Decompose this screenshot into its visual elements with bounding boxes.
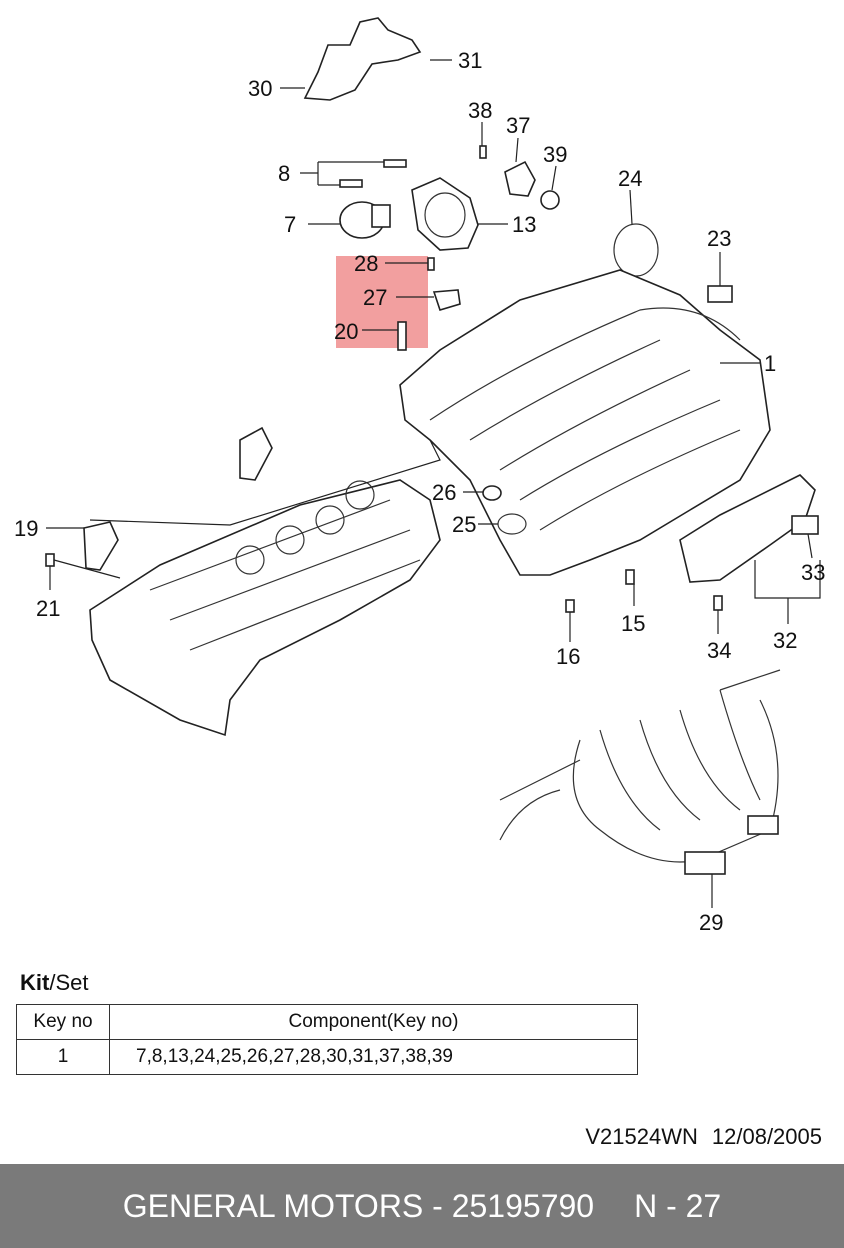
bracket-top bbox=[239, 426, 273, 481]
bolt-16 bbox=[565, 599, 575, 613]
washer-26 bbox=[482, 485, 502, 501]
bolt-8a bbox=[383, 159, 407, 168]
callout-15: 15 bbox=[621, 611, 645, 636]
bolt-28 bbox=[427, 257, 435, 271]
bolt-34 bbox=[713, 595, 723, 611]
callout-24: 24 bbox=[618, 166, 642, 191]
throttle-body-13 bbox=[411, 177, 479, 251]
callout-30: 30 bbox=[248, 76, 272, 101]
callout-38: 38 bbox=[468, 98, 492, 123]
callout-39: 39 bbox=[543, 142, 567, 167]
callout-1: 1 bbox=[764, 351, 776, 376]
bolt-21 bbox=[45, 553, 55, 567]
kit-table: Key no Component(Key no) 1 7,8,13,24,25,… bbox=[16, 1004, 638, 1075]
callout-19: 19 bbox=[14, 516, 38, 541]
callout-28: 28 bbox=[354, 251, 378, 276]
sensor-33 bbox=[791, 515, 819, 535]
footer-page: N - 27 bbox=[634, 1187, 722, 1224]
callout-32: 32 bbox=[773, 628, 797, 653]
sensor-37 bbox=[504, 160, 536, 197]
kit-title: Kit/Set bbox=[20, 970, 88, 996]
footer-title: GENERAL MOTORS - 25195790 bbox=[122, 1187, 595, 1224]
cell-key-no: 1 bbox=[16, 1039, 110, 1075]
callout-29: 29 bbox=[699, 910, 723, 935]
cylinder-head bbox=[89, 479, 441, 737]
sensor-27 bbox=[432, 289, 461, 311]
callout-7: 7 bbox=[284, 212, 296, 237]
reference-code: V21524WN bbox=[585, 1124, 698, 1149]
bolt-15 bbox=[625, 569, 635, 585]
callout-13: 13 bbox=[512, 212, 536, 237]
reference-line: V21524WN 12/08/2005 bbox=[585, 1124, 822, 1150]
callout-21: 21 bbox=[36, 596, 60, 621]
wiring-harness-29 bbox=[499, 669, 781, 863]
oring-39 bbox=[540, 190, 560, 210]
leader-lines bbox=[46, 59, 821, 908]
callout-26: 26 bbox=[432, 480, 456, 505]
reference-date: 12/08/2005 bbox=[711, 1124, 822, 1149]
header-component: Component(Key no) bbox=[109, 1004, 638, 1040]
bolt-20 bbox=[397, 321, 407, 351]
bolt-8b bbox=[339, 179, 363, 188]
callout-25: 25 bbox=[452, 512, 476, 537]
callout-31: 31 bbox=[458, 48, 482, 73]
parts-diagram: 30 31 38 37 39 8 24 7 13 23 28 27 20 1 2… bbox=[14, 17, 825, 935]
callout-37: 37 bbox=[506, 113, 530, 138]
callout-27: 27 bbox=[363, 285, 387, 310]
highlight-box bbox=[336, 256, 428, 348]
callout-33: 33 bbox=[801, 560, 825, 585]
footer-bar: GENERAL MOTORS - 25195790 N - 27 bbox=[0, 1164, 844, 1248]
callout-34: 34 bbox=[707, 638, 731, 663]
cell-components: 7,8,13,24,25,26,27,28,30,31,37,38,39 bbox=[109, 1039, 638, 1075]
header-key-no: Key no bbox=[16, 1004, 110, 1040]
callout-8: 8 bbox=[278, 161, 290, 186]
bolt-38 bbox=[479, 145, 487, 159]
gasket-24 bbox=[613, 223, 659, 277]
bracket-30 bbox=[303, 17, 422, 101]
kit-title-rest: /Set bbox=[49, 970, 89, 995]
table-row: 1 7,8,13,24,25,26,27,28,30,31,37,38,39 bbox=[16, 1039, 638, 1075]
sensor-23 bbox=[707, 285, 733, 303]
callout-16: 16 bbox=[556, 644, 580, 669]
kit-title-bold: Kit bbox=[20, 970, 50, 995]
callout-20: 20 bbox=[334, 319, 358, 344]
kit-table-header: Key no Component(Key no) bbox=[16, 1004, 638, 1040]
bracket-19 bbox=[83, 521, 119, 571]
callout-23: 23 bbox=[707, 226, 731, 251]
